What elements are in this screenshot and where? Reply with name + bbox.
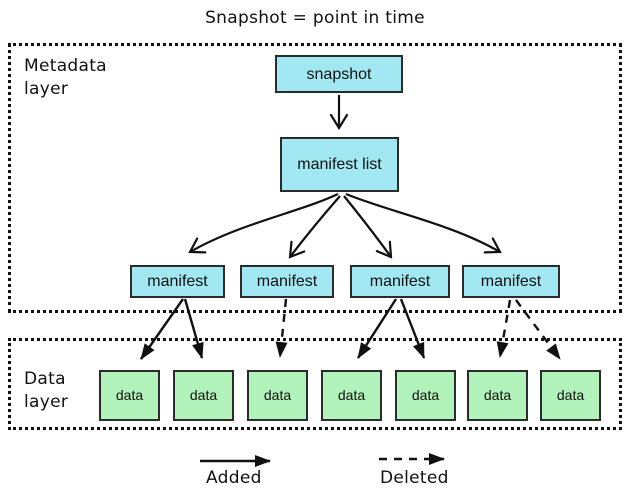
data-node-1: data [99,370,160,421]
diagram-title: Snapshot = point in time [205,8,425,28]
manifest-list-label: manifest list [297,156,382,173]
legend-deleted-label: Deleted [380,468,449,488]
manifest-list-node: manifest list [280,137,399,192]
metadata-layer-label: Metadata layer [24,56,107,99]
data-node-4: data [321,370,382,421]
data-node-5: data [395,370,456,421]
data-node-2: data [173,370,234,421]
data-node-6: data [467,370,528,421]
legend-added-label: Added [206,468,262,488]
data-node-3: data [247,370,308,421]
manifest-node-1: manifest [130,265,225,298]
metadata-layer-box [8,43,622,313]
data-layer-box [8,338,622,430]
manifest-node-4: manifest [462,265,560,298]
data-layer-label: Data layer [24,369,69,412]
manifest-node-2: manifest [240,265,334,298]
data-node-7: data [540,370,601,421]
manifest-node-3: manifest [350,265,450,298]
snapshot-node: snapshot [275,55,403,93]
